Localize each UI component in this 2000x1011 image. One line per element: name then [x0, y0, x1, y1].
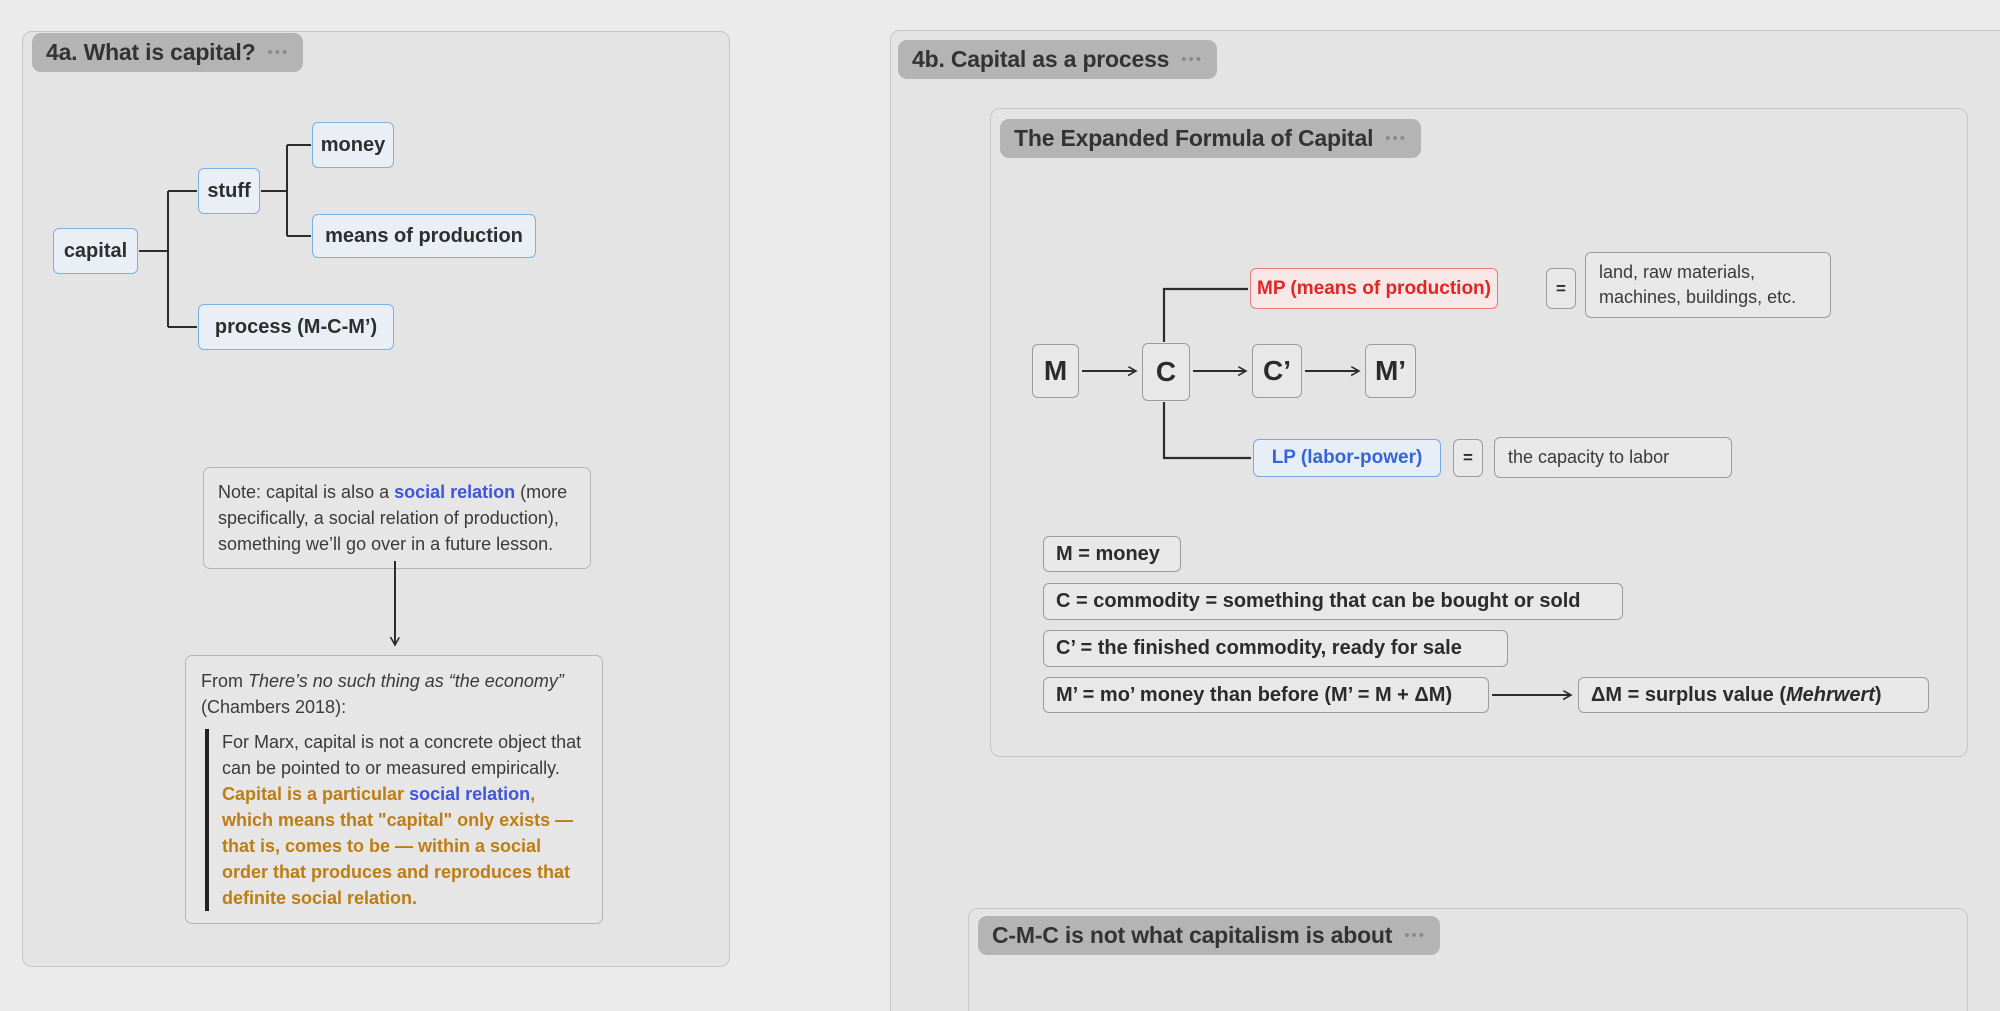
chain-letter: C: [1155, 356, 1177, 387]
tree-node-money[interactable]: money: [312, 122, 394, 168]
equals-sign: =: [1463, 448, 1473, 467]
surplus-mehrwert: Mehrwert: [1785, 683, 1875, 706]
frame-label-cmc-not-capitalism[interactable]: C-M-C is not what capitalism is about ••…: [978, 916, 1441, 955]
lp-description-text: the capacity to labor: [1508, 447, 1670, 467]
frame-title: 4b. Capital as a process: [912, 46, 1170, 72]
surplus-text: ): [1874, 683, 1882, 706]
chain-letter: M’: [1374, 355, 1407, 386]
mp-description-box[interactable]: land, raw materials, machines, buildings…: [1585, 252, 1831, 318]
frame-menu-icon[interactable]: •••: [1181, 51, 1204, 68]
chain-node-c[interactable]: C: [1142, 343, 1190, 401]
chain-letter: C’: [1263, 355, 1291, 386]
tree-node-capital[interactable]: capital: [53, 228, 138, 274]
frame-label-what-is-capital[interactable]: 4a. What is capital? •••: [32, 33, 304, 72]
quote-chambers-2018[interactable]: From There’s no such thing as “the econo…: [185, 655, 603, 924]
definition-text: C’ = the finished commodity, ready for s…: [1056, 637, 1462, 659]
definition-surplus-value[interactable]: ΔM = surplus value (Mehrwert): [1578, 677, 1929, 713]
tree-node-label: stuff: [207, 179, 251, 202]
quote-source-post: (Chambers 2018):: [201, 697, 347, 717]
definition-text: M = money: [1056, 542, 1160, 565]
note-text: Note: capital is also a: [218, 482, 395, 502]
frame-title: C-M-C is not what capitalism is about: [992, 922, 1393, 948]
chain-node-c-prime[interactable]: C’: [1252, 344, 1302, 398]
equals-sign: =: [1556, 278, 1566, 298]
frame-menu-icon[interactable]: •••: [267, 44, 290, 61]
quote-blockquote: For Marx, capital is not a concrete obje…: [205, 729, 587, 911]
definition-m[interactable]: M = money: [1043, 536, 1181, 572]
quote-source-line: From There’s no such thing as “the econo…: [201, 668, 587, 720]
definition-m-prime[interactable]: M’ = mo’ money than before (M’ = M + ΔM): [1043, 677, 1489, 713]
equals-box-lp[interactable]: =: [1453, 439, 1483, 477]
chain-node-m-prime[interactable]: M’: [1365, 344, 1416, 398]
frame-menu-icon[interactable]: •••: [1385, 130, 1408, 147]
quote-source-title: There’s no such thing as “the economy”: [248, 671, 564, 691]
quote-body-emphasis: , which means that "capital" only exists…: [222, 784, 574, 908]
quote-body-plain: For Marx, capital is not a concrete obje…: [222, 732, 582, 778]
quote-source-pre: From: [201, 671, 248, 691]
mp-label: MP (means of production): [1257, 277, 1491, 299]
lp-description-box[interactable]: the capacity to labor: [1494, 437, 1732, 478]
definition-c[interactable]: C = commodity = something that can be bo…: [1043, 583, 1623, 620]
mp-description-text: land, raw materials, machines, buildings…: [1599, 262, 1797, 307]
chain-node-m[interactable]: M: [1032, 344, 1079, 398]
tree-node-process[interactable]: process (M-C-M’): [198, 304, 394, 350]
lp-labor-power-box[interactable]: LP (labor-power): [1253, 439, 1441, 477]
frame-menu-icon[interactable]: •••: [1404, 927, 1427, 944]
tree-node-label: means of production: [325, 224, 523, 247]
tree-node-stuff[interactable]: stuff: [198, 168, 260, 214]
social-relation-link[interactable]: social relation: [409, 784, 531, 804]
definition-text: M’ = mo’ money than before (M’ = M + ΔM): [1056, 683, 1453, 706]
note-text: (more specifically, a social relation of…: [218, 482, 568, 554]
lp-label: LP (labor-power): [1271, 447, 1423, 468]
definition-text: C = commodity = something that can be bo…: [1056, 590, 1581, 612]
mp-means-of-production-box[interactable]: MP (means of production): [1250, 268, 1498, 309]
chain-letter: M: [1043, 355, 1068, 386]
tree-node-label: process (M-C-M’): [214, 315, 378, 338]
note-capital-social-relation[interactable]: Note: capital is also a social relation …: [203, 467, 591, 569]
tree-node-label: capital: [63, 239, 128, 262]
tree-node-means-of-production[interactable]: means of production: [312, 214, 536, 258]
frame-title: 4a. What is capital?: [46, 39, 256, 65]
definition-c-prime[interactable]: C’ = the finished commodity, ready for s…: [1043, 630, 1508, 667]
equals-box-mp[interactable]: =: [1546, 268, 1576, 309]
frame-label-expanded-formula[interactable]: The Expanded Formula of Capital •••: [1000, 119, 1422, 158]
surplus-text: ΔM = surplus value (: [1591, 683, 1786, 706]
tree-node-label: money: [320, 133, 386, 156]
frame-title: The Expanded Formula of Capital: [1014, 125, 1374, 151]
social-relation-link[interactable]: social relation: [394, 482, 516, 502]
frame-label-capital-as-process[interactable]: 4b. Capital as a process •••: [898, 40, 1218, 79]
quote-body-emphasis: Capital is a particular: [222, 784, 410, 804]
